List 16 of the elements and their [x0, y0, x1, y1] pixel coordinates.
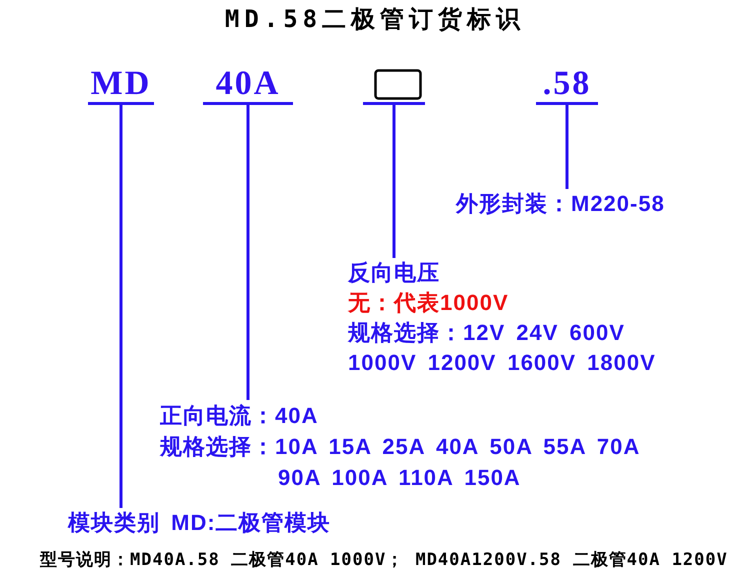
- note-text: 无：代表1000V: [348, 289, 510, 317]
- code-segment: .58: [536, 66, 598, 105]
- code-segment: 40A: [203, 66, 293, 105]
- connector-line: [566, 105, 568, 189]
- heading: 反向电压: [348, 259, 441, 287]
- connector-line: [392, 105, 396, 258]
- connector-line: [246, 105, 250, 400]
- spec-list: 规格选择：10A 15A 25A 40A 50A 55A 70A 90A 100A 110A 150A: [160, 431, 660, 493]
- description-text: 模块类别 MD:二极管模块: [68, 508, 331, 538]
- heading: 正向电流：40A: [160, 402, 320, 430]
- title: MD.58二极管订货标识: [224, 4, 526, 34]
- code-segment: MD: [88, 66, 154, 105]
- spec-list: 规格选择：12V 24V 600V 1000V 1200V 1600V 1800V: [348, 318, 683, 378]
- connector-line: [120, 105, 122, 508]
- description-text: 外形封装：M220-58: [456, 189, 665, 219]
- note-text: 型号说明：MD40A.58 二极管40A 1000V； MD40A1200V.58 二极管40A 1200V: [40, 549, 728, 571]
